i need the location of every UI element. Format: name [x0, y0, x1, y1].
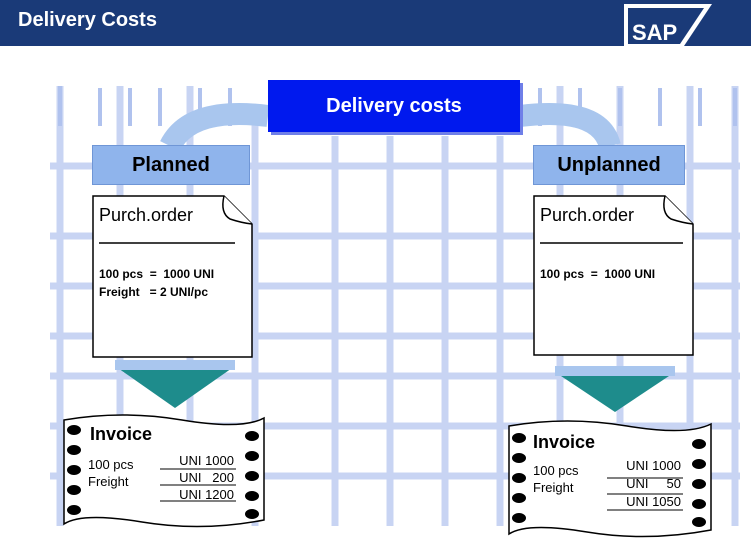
page-title: Delivery Costs — [18, 9, 157, 31]
planned-invoice: Invoice 100 pcs Freight UNI 1000 UNI 200… — [62, 412, 266, 530]
planned-invoice-total: UNI 1200 — [179, 487, 234, 502]
planned-po-title: Purch.order — [99, 205, 194, 225]
curve-arrow-left — [160, 103, 270, 152]
planned-invoice-item1: 100 pcs — [88, 457, 134, 472]
planned-invoice-title: Invoice — [90, 424, 153, 444]
document-icon — [533, 195, 694, 356]
unplanned-invoice: Invoice 100 pcs Freight UNI 1000 UNI 50 … — [507, 418, 713, 540]
planned-po-line1: 100 pcs = 1000 UNI — [99, 267, 215, 281]
planned-invoice-amount1: UNI 1000 — [179, 453, 234, 468]
unplanned-label: Unplanned — [557, 153, 661, 176]
invoice-paper-icon — [508, 420, 712, 538]
unplanned-purchase-order: Purch.order 100 pcs = 1000 UNI — [533, 195, 695, 357]
down-arrow-left — [115, 366, 235, 408]
unplanned-invoice-amount2: UNI 50 — [626, 476, 681, 491]
delivery-costs-title: Delivery costs — [326, 94, 462, 117]
curve-arrow-right — [518, 103, 621, 150]
planned-invoice-item2: Freight — [88, 474, 129, 489]
unplanned-invoice-amount1: UNI 1000 — [626, 458, 681, 473]
down-arrow-right — [555, 372, 675, 412]
unplanned-box: Unplanned — [533, 145, 685, 185]
planned-purchase-order: Purch.order 100 pcs = 1000 UNI Freight =… — [92, 195, 254, 360]
planned-label: Planned — [132, 153, 210, 176]
planned-box: Planned — [92, 145, 250, 185]
sap-logo: SAP — [624, 4, 712, 46]
planned-po-line2: Freight = 2 UNI/pc — [99, 285, 209, 299]
invoice-paper-icon — [63, 414, 265, 528]
unplanned-po-line1: 100 pcs = 1000 UNI — [540, 267, 656, 281]
unplanned-invoice-item1: 100 pcs — [533, 463, 579, 478]
planned-invoice-amount2: UNI 200 — [179, 470, 234, 485]
delivery-costs-title-box: Delivery costs — [268, 80, 520, 132]
unplanned-invoice-total: UNI 1050 — [626, 494, 681, 509]
document-icon — [92, 195, 253, 358]
unplanned-invoice-item2: Freight — [533, 480, 574, 495]
unplanned-invoice-title: Invoice — [533, 432, 596, 452]
unplanned-po-title: Purch.order — [540, 205, 635, 225]
header-bar: Delivery Costs SAP — [0, 0, 751, 46]
sap-logo-text: SAP — [632, 20, 677, 45]
